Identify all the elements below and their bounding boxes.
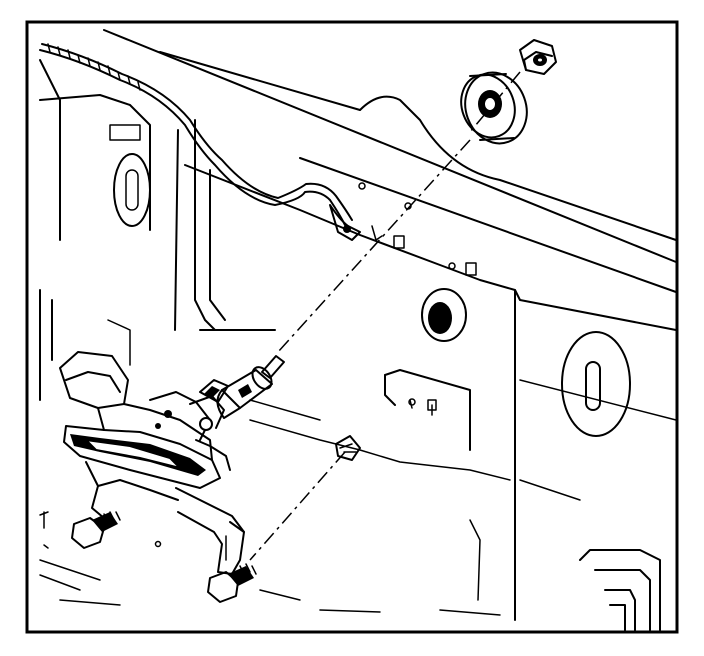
grommet — [460, 71, 528, 145]
inner-panel — [39, 29, 677, 631]
wiring-harness — [39, 43, 361, 241]
flange-nut — [519, 39, 557, 75]
actuator-motor-assembly — [59, 351, 285, 489]
mounting-bolts — [71, 511, 257, 603]
diagram-frame — [25, 20, 679, 634]
retaining-clip — [335, 435, 361, 461]
assembly-centerlines — [249, 71, 521, 561]
